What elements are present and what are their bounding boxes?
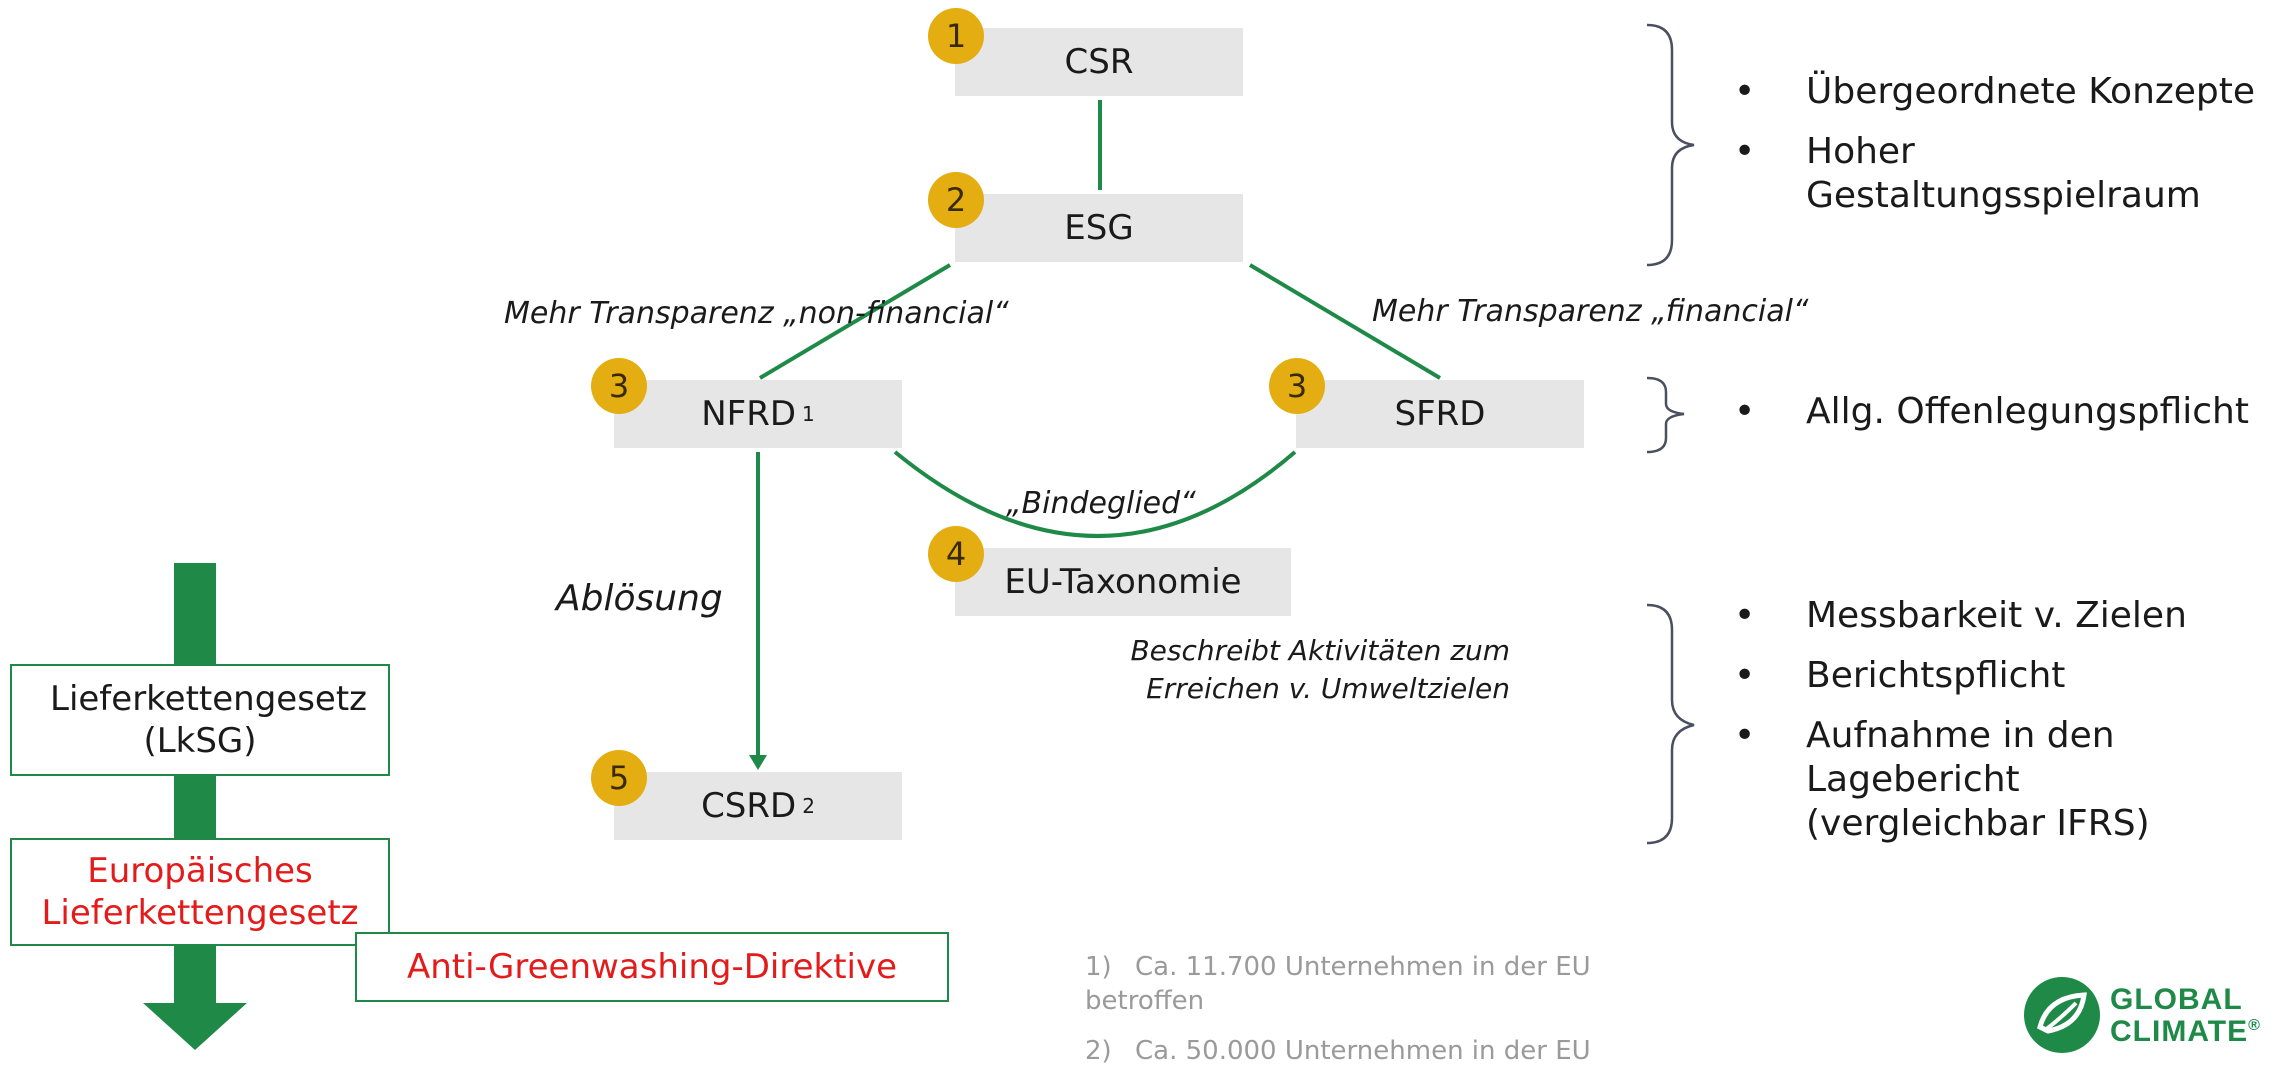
arrowhead-csrd bbox=[749, 755, 767, 770]
node-csr-label: CSR bbox=[1064, 42, 1134, 82]
node-csrd-footnote-ref: 2 bbox=[802, 794, 815, 818]
node-csrd-label: CSRD bbox=[701, 786, 797, 826]
node-eu-taxonomie: EU-Taxonomie bbox=[955, 548, 1291, 616]
node-sfrd-label: SFRD bbox=[1394, 394, 1486, 434]
footnote-1: 1)Ca. 11.700 Unternehmen in der EU betro… bbox=[1085, 950, 1645, 1018]
bullet-item: Allg. Offenlegungspflicht bbox=[1734, 390, 2274, 434]
brace-group3 bbox=[1646, 603, 1695, 845]
bullets-group1: Übergeordnete Konzepte Hoher Gestaltungs… bbox=[1734, 70, 2274, 234]
law-greenwashing: Anti-Greenwashing-Direktive bbox=[355, 932, 949, 1002]
bullets-group3: Messbarkeit v. Zielen Berichtspflicht Au… bbox=[1734, 594, 2214, 862]
law-eu-lksg: Europäisches Lieferkettengesetz bbox=[10, 838, 390, 946]
logo-text-global: GLOBAL bbox=[2110, 983, 2243, 1016]
bullet-item: Hoher Gestaltungsspielraum bbox=[1734, 130, 2206, 218]
bullets-group2: Allg. Offenlegungspflicht bbox=[1734, 390, 2274, 450]
label-taxonomie-desc-2: Erreichen v. Umweltzielen bbox=[1146, 672, 1510, 705]
label-bindeglied: „Bindeglied“ bbox=[1006, 486, 1196, 521]
globe-leaf-icon bbox=[2024, 977, 2100, 1053]
node-esg: ESG bbox=[955, 194, 1243, 262]
badge-eu-taxonomie: 4 bbox=[928, 526, 984, 582]
edge-esg-nfrd bbox=[758, 263, 952, 380]
edge-esg-sfrd bbox=[1248, 263, 1442, 380]
footnote-1-text: Ca. 11.700 Unternehmen in der EU betroff… bbox=[1085, 952, 1591, 1016]
footnote-2-text: Ca. 50.000 Unternehmen in der EU bbox=[1135, 1036, 1591, 1066]
node-nfrd: NFRD 1 bbox=[614, 380, 902, 448]
badge-csr: 1 bbox=[928, 8, 984, 64]
node-csr: CSR bbox=[955, 28, 1243, 96]
node-csrd: CSRD 2 bbox=[614, 772, 902, 840]
law-lksg: Lieferkettengesetz (LkSG) bbox=[10, 664, 390, 776]
footnote-2: 2) Ca. 50.000 Unternehmen in der EU bbox=[1085, 1034, 1645, 1068]
node-esg-label: ESG bbox=[1064, 208, 1134, 248]
brace-group2 bbox=[1646, 376, 1685, 454]
label-taxonomie-desc-1: Beschreibt Aktivitäten zum bbox=[1130, 634, 1510, 667]
footnote-1-number: 1) bbox=[1085, 952, 1112, 982]
badge-esg: 2 bbox=[928, 172, 984, 228]
node-nfrd-label: NFRD bbox=[701, 394, 797, 434]
badge-nfrd: 3 bbox=[591, 358, 647, 414]
bullet-item: Übergeordnete Konzepte bbox=[1734, 70, 2274, 114]
footnote-2-number: 2) bbox=[1085, 1036, 1112, 1066]
registered-mark: ® bbox=[2248, 1017, 2261, 1034]
law-eu-lksg-label: Europäisches Lieferkettengesetz bbox=[41, 851, 359, 933]
law-greenwashing-label: Anti-Greenwashing-Direktive bbox=[406, 947, 898, 987]
bullet-item: Berichtspflicht bbox=[1734, 654, 2214, 698]
badge-sfrd: 3 bbox=[1269, 358, 1325, 414]
node-sfrd: SFRD bbox=[1296, 380, 1584, 448]
edge-bindeglied-arc bbox=[893, 450, 1297, 538]
law-lksg-label: Lieferkettengesetz (LkSG) bbox=[50, 679, 368, 761]
brace-group1 bbox=[1646, 23, 1695, 267]
logo-text-climate-word: CLIMATE bbox=[2110, 1015, 2249, 1048]
label-financial: Mehr Transparenz „financial“ bbox=[1372, 294, 1809, 329]
node-nfrd-footnote-ref: 1 bbox=[802, 402, 815, 426]
global-climate-logo: GLOBAL CLIMATE® bbox=[2022, 975, 2282, 1053]
bullet-item: Messbarkeit v. Zielen bbox=[1734, 594, 2214, 638]
timeline-arrow-head bbox=[143, 1003, 247, 1050]
logo-text-climate: CLIMATE® bbox=[2110, 1015, 2261, 1049]
label-non-financial: Mehr Transparenz „non-financial“ bbox=[504, 296, 1009, 331]
label-abloesung: Ablösung bbox=[556, 578, 723, 619]
node-eu-taxonomie-label: EU-Taxonomie bbox=[1004, 562, 1242, 602]
bullet-item: Aufnahme in den Lagebericht (vergleichba… bbox=[1734, 714, 2166, 846]
badge-csrd: 5 bbox=[591, 750, 647, 806]
